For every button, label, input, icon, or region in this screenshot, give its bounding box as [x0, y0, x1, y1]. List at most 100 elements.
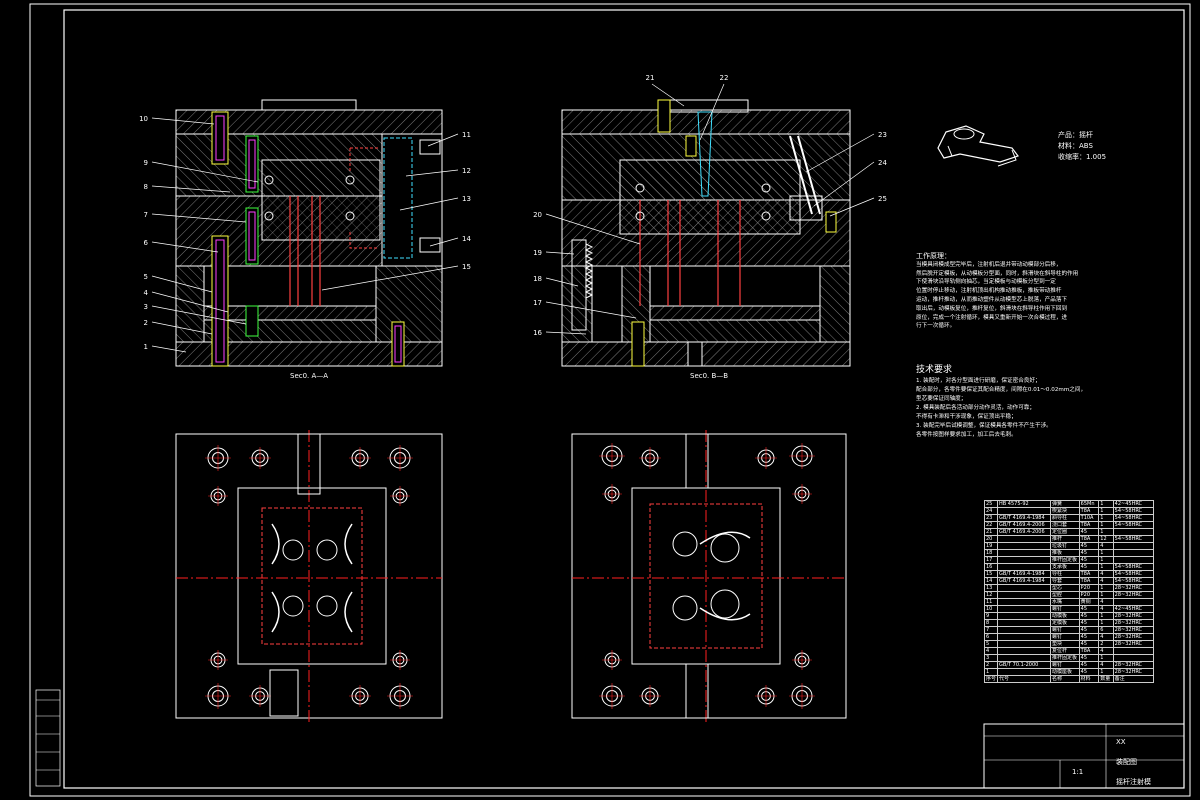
work-principle-line: 取出后，动模板复位，推杆复位，斜滑块在斜导柱作用下回到	[916, 305, 1068, 312]
bom-cell: 45	[1078, 626, 1100, 634]
callout-7: 7	[144, 211, 148, 219]
bom-cell: 24	[983, 507, 999, 515]
bom-cell: 45	[1078, 549, 1100, 557]
callout-20: 20	[533, 211, 542, 219]
bom-cell: 1	[1098, 668, 1114, 676]
bom-cell: 11	[983, 598, 999, 606]
product-name: 摇杆	[1079, 130, 1093, 139]
bom-cell: 25	[983, 500, 999, 508]
bom-cell: 推杆固定板	[1049, 556, 1080, 564]
bom-cell: 54~58HRC	[1112, 507, 1155, 515]
bom-cell: 42~45HRC	[1112, 500, 1155, 508]
tech-req-line: 各零件按图样要求加工，加工后去毛刺。	[916, 432, 1017, 438]
bom-cell: 28~32HRC	[1112, 626, 1155, 634]
work-principle-line: 运动，推杆推动，从而推动塑件从动模型芯上脱落，产品落下	[916, 296, 1068, 303]
bom-cell	[997, 563, 1051, 571]
left-strip	[35, 689, 61, 787]
outer-frame	[29, 3, 1191, 797]
bom-cell: 45	[1078, 563, 1100, 571]
work-principle-line: 下使滑块沿导轨侧向抽芯，当定模板与动模板分型到一定	[916, 279, 1056, 286]
bom-cell: 斜导柱	[1049, 514, 1080, 522]
section-a-a: Sec0. A—A	[175, 99, 443, 380]
bom-cell: 8	[983, 619, 999, 627]
work-principle-line: 当模具闭模成型完毕后，注射机后退并带动动模部分后移，	[916, 261, 1062, 268]
plan-view-right	[571, 430, 847, 722]
bom-cell: 54~58HRC	[1112, 563, 1155, 571]
tech-req-heading: 技术要求	[916, 365, 953, 375]
bom-cell: 复位杆	[1049, 647, 1080, 655]
callout-9: 9	[144, 159, 148, 167]
bom-cell: 45	[1078, 612, 1100, 620]
bom-cell	[997, 647, 1051, 655]
bom-cell: 垫块	[1049, 640, 1080, 648]
bom-cell: 28~32HRC	[1112, 668, 1155, 676]
svg-text:收缩率：1.005: 收缩率：1.005	[1058, 152, 1106, 161]
bom-cell: 螺钉	[1049, 661, 1080, 669]
bom-cell: 1	[983, 668, 999, 676]
title-drawing-name: 摇杆注射模	[1116, 777, 1151, 786]
tech-req-line: 3. 装配完毕后试模调整，保证模具各零件不产生干涉。	[916, 423, 1052, 429]
bom-cell: 12	[1098, 535, 1114, 543]
bom-cell: 4	[1098, 661, 1114, 669]
callout-12: 12	[462, 167, 471, 175]
callout-25: 25	[878, 195, 887, 203]
svg-text:产品：摇杆: 产品：摇杆	[1058, 130, 1093, 139]
shrink-label: 收缩率：	[1058, 152, 1086, 161]
bom-cell: 13	[983, 584, 999, 592]
bom-cell: T8A	[1078, 521, 1100, 529]
bom-cell	[1112, 654, 1155, 662]
bom-cell	[997, 633, 1051, 641]
bom-cell: T8A	[1078, 647, 1100, 655]
bom-cell: T10A	[1078, 514, 1100, 522]
bom-cell	[997, 542, 1051, 550]
material-label: 材料：	[1058, 141, 1079, 150]
bom-header-cell: 材料	[1078, 675, 1100, 683]
bom-cell	[997, 605, 1051, 613]
bom-cell: 54~58HRC	[1112, 577, 1155, 585]
tech-req-line: 不得有卡滞和干涉现象，保证顶出平稳；	[916, 414, 1017, 420]
bom-cell: 4	[1098, 598, 1114, 606]
bom-cell: 螺钉	[1049, 626, 1080, 634]
bom-cell: 9	[983, 612, 999, 620]
bom-cell: 楔紧块	[1049, 507, 1080, 515]
callout-22: 22	[720, 74, 729, 82]
callout-17: 17	[533, 299, 542, 307]
bom-cell	[1112, 647, 1155, 655]
bom-cell	[1112, 598, 1155, 606]
work-principle-line: 行下一次循环。	[916, 323, 956, 330]
bom-cell: 17	[983, 556, 999, 564]
bom-cell: 推杆固定板	[1049, 654, 1080, 662]
bom-cell: 12	[983, 591, 999, 599]
bom-cell: 7	[983, 626, 999, 634]
part-isometric	[937, 125, 1019, 167]
bom-cell: T8A	[1078, 570, 1100, 578]
bom-cell: 导套	[1049, 577, 1080, 585]
bom-cell: 45	[1078, 654, 1100, 662]
callout-11: 11	[462, 131, 471, 139]
bom-cell: 45	[1078, 605, 1100, 613]
bom-cell: 1	[1098, 549, 1114, 557]
bom-header-cell: 备注	[1112, 675, 1155, 683]
bom-cell: 定位圈	[1049, 528, 1080, 536]
bom-cell: GB/T 4169.4-1984	[997, 577, 1051, 585]
bom-cell: 1	[1098, 507, 1114, 515]
callout-13: 13	[462, 195, 471, 203]
bom-cell: GB/T 70.1-2000	[997, 661, 1051, 669]
work-principle-heading: 工作原理：	[916, 252, 951, 260]
bom-cell: GB/T 4169.4-1984	[997, 514, 1051, 522]
title-block: XX 装配图 摇杆注射模 1:1	[983, 723, 1185, 789]
bom-cell	[997, 612, 1051, 620]
